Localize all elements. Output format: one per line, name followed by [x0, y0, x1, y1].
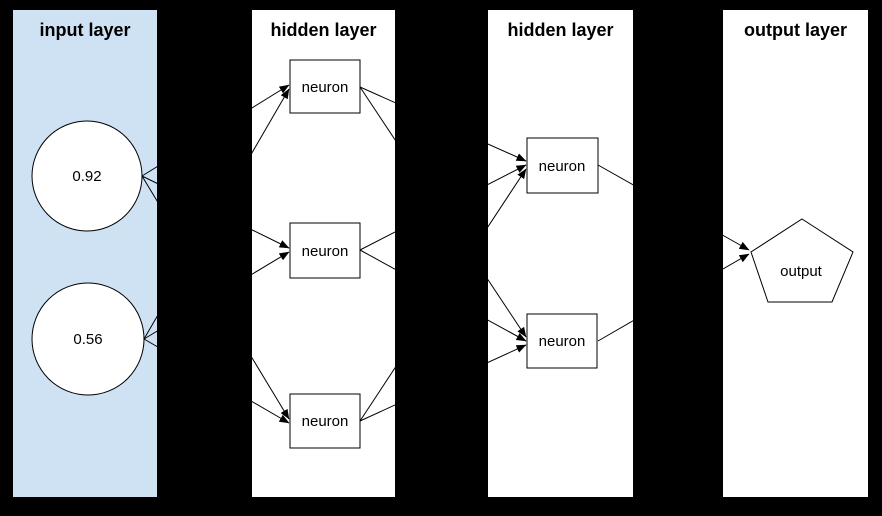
output-node-label: output: [780, 263, 823, 280]
hidden1-neuron-1-label: neuron: [302, 79, 349, 96]
hidden1-neuron-2: [289, 222, 361, 279]
edge-h1c-h2b: [359, 344, 527, 422]
hidden2-neuron-2-label: neuron: [539, 333, 586, 350]
hidden1-neuron-3-label: neuron: [302, 413, 349, 430]
edge-i2-h1c: [143, 338, 290, 424]
hidden1-neuron-1: [289, 59, 361, 114]
edge-i1-h1c: [141, 175, 290, 420]
edge-i1-h1b: [141, 175, 290, 249]
hidden-layer-1-panel-title: hidden layer: [270, 20, 376, 40]
edge-h1b-h2a: [359, 164, 527, 251]
edge-h1a-h2b: [359, 86, 527, 338]
edge-h2b-out: [597, 253, 750, 342]
edge-i2-h1a: [143, 88, 290, 340]
hidden-layer-2-panel: [488, 10, 633, 497]
output-layer-panel-title: output layer: [744, 20, 847, 40]
hidden2-neuron-2: [526, 313, 598, 369]
input-node-1-label: 0.92: [72, 168, 101, 185]
hidden1-neuron-2-label: neuron: [302, 243, 349, 260]
edge-i2-h1b: [143, 251, 290, 340]
input-layer-panel-title: input layer: [39, 20, 130, 40]
hidden-layer-2-panel-title: hidden layer: [507, 20, 613, 40]
hidden1-neuron-3: [289, 393, 361, 449]
output-node: [750, 218, 854, 303]
input-node-2: [31, 282, 145, 396]
edge-i1-h1a: [141, 84, 290, 177]
edge-h1b-h2b: [359, 249, 527, 342]
hidden2-neuron-1: [526, 137, 599, 194]
input-node-2-label: 0.56: [73, 331, 102, 348]
edge-h1a-h2a: [359, 86, 527, 162]
edge-h2a-out: [597, 164, 750, 251]
hidden2-neuron-1-label: neuron: [539, 158, 586, 175]
input-layer-panel: [13, 10, 157, 497]
input-node-1: [31, 120, 143, 232]
